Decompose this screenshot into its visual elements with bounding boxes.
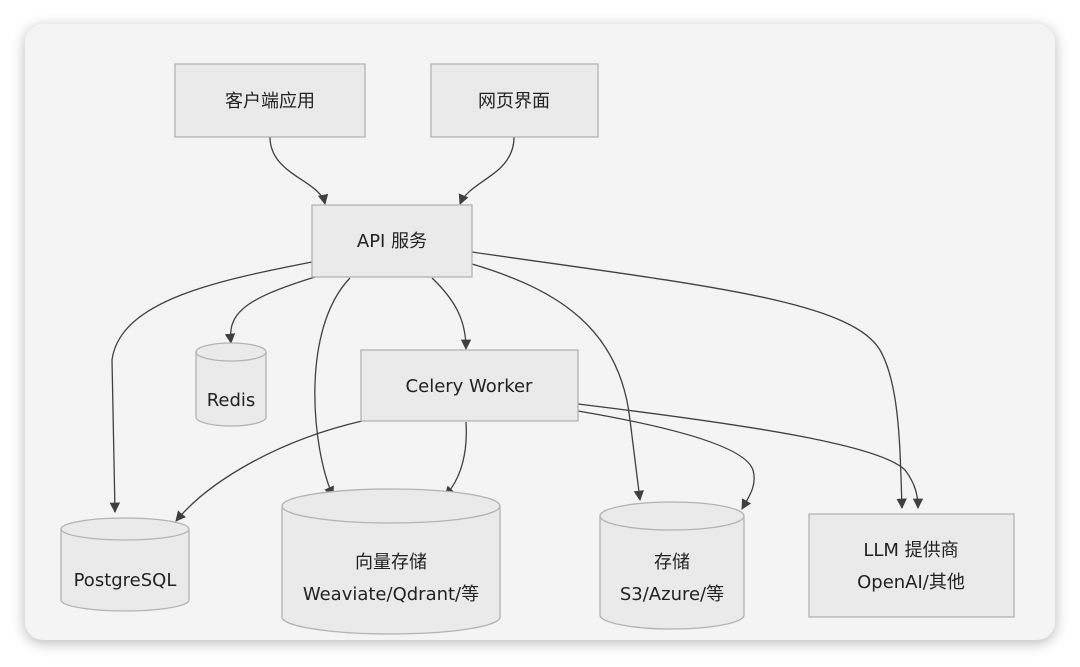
node-vector-line1: 向量存储 — [355, 552, 427, 573]
node-vector-line2: Weaviate/Qdrant/等 — [303, 584, 479, 605]
node-postgres-label: PostgreSQL — [74, 570, 177, 591]
edge-celery-to-postgres — [175, 420, 363, 522]
edge-celery-to-storage — [577, 410, 755, 510]
edge-client-to-api — [269, 136, 329, 206]
node-client-app-label: 客户端应用 — [225, 91, 315, 112]
node-storage: 存储 S3/Azure/等 — [599, 501, 745, 630]
node-web-ui-label: 网页界面 — [478, 91, 550, 112]
node-web-ui: 网页界面 — [430, 63, 599, 138]
edge-api-to-llm — [471, 251, 907, 510]
node-vector-store: 向量存储 Weaviate/Qdrant/等 — [281, 488, 501, 635]
edge-web-to-api — [458, 136, 515, 205]
node-redis: Redis — [195, 342, 267, 427]
node-llm-line1: LLM 提供商 — [863, 540, 958, 561]
node-celery: Celery Worker — [360, 349, 579, 422]
node-llm-line2: OpenAI/其他 — [857, 572, 965, 593]
node-celery-label: Celery Worker — [406, 376, 534, 397]
edge-api-to-vector — [314, 277, 351, 497]
edge-api-to-postgres — [109, 261, 313, 514]
node-storage-line1: 存储 — [654, 552, 690, 573]
edge-api-to-storage — [471, 263, 644, 502]
node-client-app: 客户端应用 — [174, 63, 366, 138]
edges — [109, 136, 924, 522]
edge-celery-to-llm — [577, 403, 924, 510]
node-llm: LLM 提供商 OpenAI/其他 — [808, 513, 1015, 618]
node-api: API 服务 — [311, 204, 473, 278]
edge-api-to-redis — [224, 276, 316, 345]
edge-api-to-celery — [431, 277, 472, 351]
edge-celery-to-vector — [444, 421, 467, 497]
node-redis-label: Redis — [207, 390, 256, 411]
node-api-label: API 服务 — [357, 231, 427, 252]
node-postgres: PostgreSQL — [60, 517, 190, 612]
node-storage-line2: S3/Azure/等 — [620, 584, 724, 605]
